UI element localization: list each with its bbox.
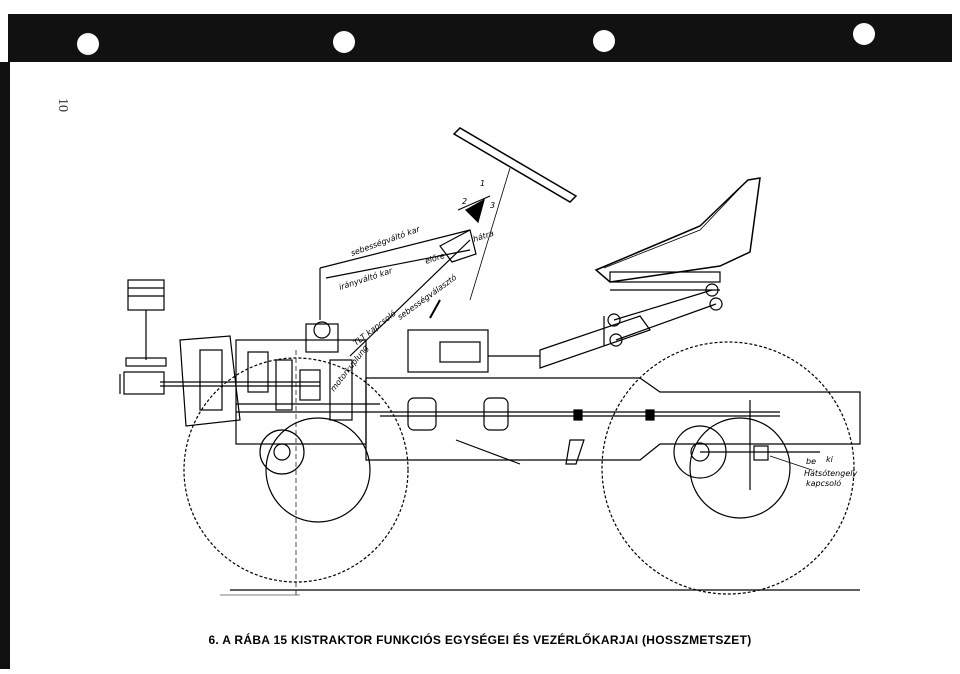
steering — [452, 127, 578, 301]
label-speed-selector: sebességválasztó — [395, 272, 458, 322]
label-direction-lever: irányváltó kar — [338, 265, 395, 292]
control-levers — [319, 195, 491, 357]
binder-hole — [853, 23, 875, 45]
front-wheel — [183, 350, 409, 595]
label-rear-axle-on: be — [806, 457, 816, 466]
top-frame-band — [0, 14, 952, 669]
label-gear-3: 3 — [490, 201, 495, 210]
label-reverse: hátra — [472, 229, 495, 244]
rear-axle-switch — [700, 400, 820, 490]
label-rear-axle-line1: Hátsótengely — [804, 468, 857, 478]
label-tlt-switch: TLT kapcsoló — [351, 308, 398, 348]
pto-housing — [407, 315, 651, 373]
label-speed-lever: sebességváltó kar — [349, 223, 421, 257]
label-gear-1: 1 — [480, 179, 485, 188]
binder-hole — [77, 33, 99, 55]
label-motor-clutch: motorkuplung — [328, 343, 370, 393]
figure-caption: 6. A RÁBA 15 KISTRAKTOR FUNKCIÓS EGYSÉGE… — [208, 633, 752, 647]
engine-clutch-housing — [123, 335, 320, 427]
label-gear-2: 2 — [462, 197, 467, 206]
seat — [594, 177, 761, 347]
engine-piston — [119, 279, 167, 394]
label-rear-axle-off: ki — [826, 455, 834, 464]
main-frame — [365, 377, 861, 465]
rear-wheel — [601, 341, 855, 595]
binder-hole — [593, 30, 615, 52]
binder-hole — [333, 31, 355, 53]
page-number: 10 — [55, 98, 70, 112]
label-rear-axle-line2: kapcsoló — [806, 478, 841, 488]
label-forward: előre — [424, 251, 446, 266]
